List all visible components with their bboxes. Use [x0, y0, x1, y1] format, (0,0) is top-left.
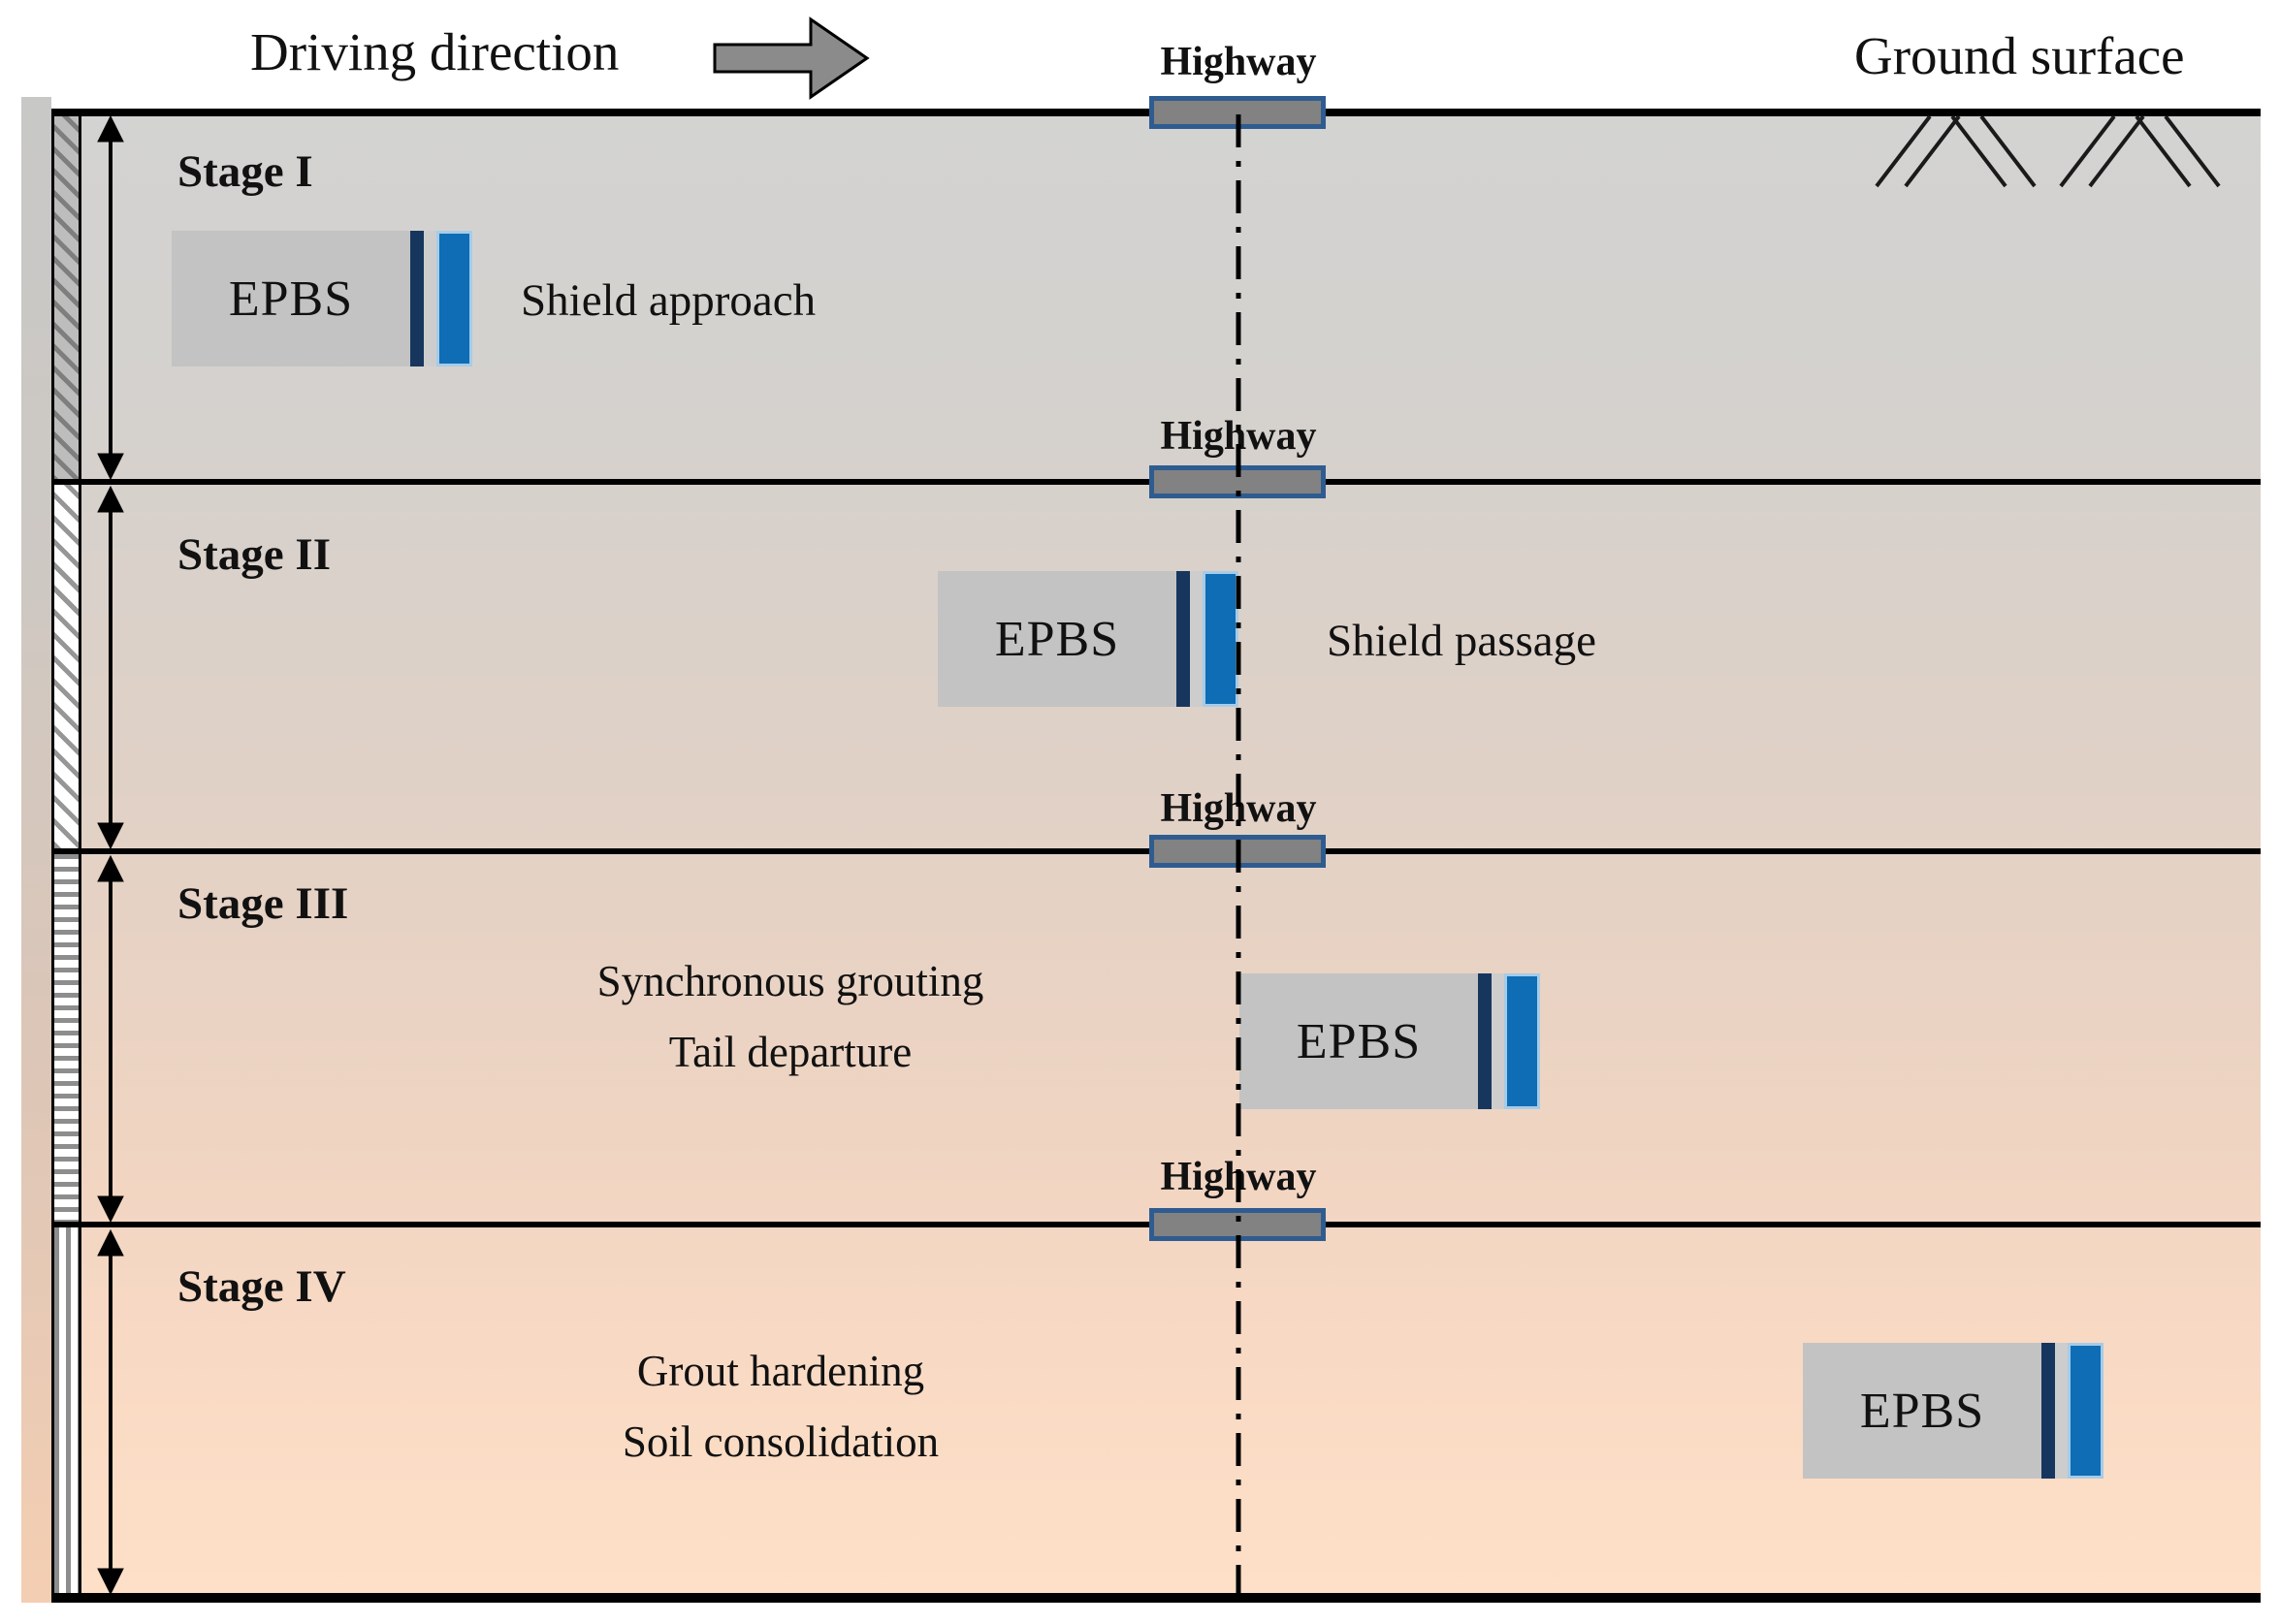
highway-pavement-stage3 [1149, 835, 1326, 868]
epbs-ring-gap [2055, 1343, 2068, 1479]
stage4-description-line1: Grout hardening [636, 1347, 925, 1395]
epbs-ring-gap [424, 231, 436, 366]
epbs-shield-stage1: EPBS [172, 231, 472, 366]
epbs-cutter-face [1203, 571, 1238, 707]
epbs-cutter-face [2068, 1343, 2103, 1479]
ground-surface-label: Ground surface [1854, 26, 2185, 85]
bottom-boundary-line [51, 1593, 2261, 1603]
highway-label-stage2: Highway [1160, 414, 1317, 459]
stage1-description: Shield approach [521, 275, 817, 326]
epbs-shield-body: EPBS [1803, 1343, 2041, 1479]
driving-direction-arrow-icon [713, 16, 870, 100]
epbs-ring-gap [1492, 973, 1504, 1109]
epbs-cutter-face [1504, 973, 1540, 1109]
epbs-label: EPBS [994, 611, 1120, 667]
shaft-wall-strip [21, 97, 51, 1603]
stage1-title: Stage I [177, 146, 313, 197]
stage3-description: Synchronous grouting Tail departure [548, 946, 1033, 1088]
epbs-label: EPBS [228, 271, 354, 327]
epbs-shield-stage2: EPBS [938, 571, 1238, 707]
stage4-title: Stage IV [177, 1261, 346, 1312]
shaft-lining-stage4 [51, 1225, 81, 1600]
epbs-tail-ring [2041, 1343, 2055, 1479]
epbs-shield-body: EPBS [172, 231, 410, 366]
epbs-tail-ring [1478, 973, 1492, 1109]
epbs-label: EPBS [1296, 1013, 1422, 1069]
epbs-ring-gap [1190, 571, 1203, 707]
shaft-lining-stage1 [51, 109, 81, 485]
shaft-lining-stage2 [51, 482, 81, 851]
highway-label-stage3: Highway [1160, 786, 1317, 831]
stage2-description: Shield passage [1327, 616, 1597, 666]
epbs-label: EPBS [1859, 1383, 1985, 1439]
stage4-description-line2: Soil consolidation [622, 1417, 940, 1466]
epbs-tail-ring [410, 231, 424, 366]
epbs-shield-body: EPBS [938, 571, 1176, 707]
stage3-description-line1: Synchronous grouting [596, 957, 984, 1005]
driving-direction-label: Driving direction [250, 22, 620, 81]
stage3-description-line2: Tail departure [668, 1028, 913, 1076]
highway-pavement-stage4 [1149, 1208, 1326, 1241]
stage2-title: Stage II [177, 529, 331, 580]
highway-label-top: Highway [1160, 40, 1317, 84]
epbs-shield-stage3: EPBS [1239, 973, 1540, 1109]
shaft-lining-stage3 [51, 851, 81, 1225]
epbs-shield-stage4: EPBS [1803, 1343, 2103, 1479]
stage3-title: Stage III [177, 878, 349, 929]
highway-label-stage4: Highway [1160, 1155, 1317, 1199]
highway-pavement-top [1149, 96, 1326, 129]
stage4-description: Grout hardening Soil consolidation [538, 1336, 1023, 1478]
highway-pavement-stage2 [1149, 465, 1326, 498]
epbs-shield-body: EPBS [1239, 973, 1478, 1109]
epbs-tail-ring [1176, 571, 1190, 707]
epbs-cutter-face [436, 231, 472, 366]
